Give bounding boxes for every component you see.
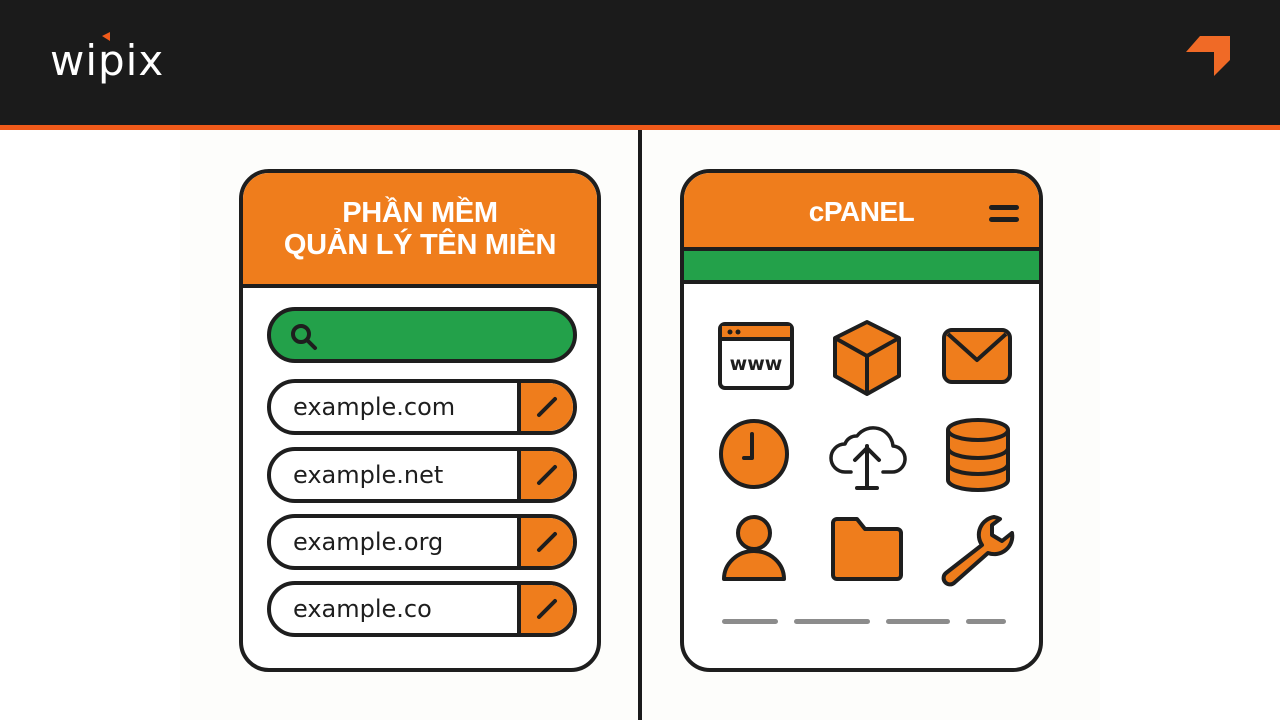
edit-icon xyxy=(537,599,557,619)
arrow-corner-icon xyxy=(1186,36,1230,76)
header-accent-stripe xyxy=(0,125,1280,130)
box-icon[interactable] xyxy=(827,318,907,398)
edit-icon xyxy=(537,397,557,417)
edit-button[interactable] xyxy=(517,585,573,633)
title-line-1: PHẦN MỀM xyxy=(342,196,498,229)
user-icon[interactable] xyxy=(716,511,796,591)
mail-icon[interactable] xyxy=(938,318,1018,398)
domain-manager-card: PHẦN MỀM QUẢN LÝ TÊN MIỀN example.com ex… xyxy=(239,169,601,672)
edit-icon xyxy=(537,532,557,552)
edit-button[interactable] xyxy=(517,383,573,431)
cpanel-green-bar xyxy=(684,251,1039,284)
cpanel-title: cPANEL xyxy=(808,196,915,227)
wipix-logo: wipix xyxy=(50,32,165,86)
domain-search-input[interactable] xyxy=(267,307,577,363)
wrench-icon[interactable] xyxy=(938,511,1018,591)
placeholder-line xyxy=(886,619,950,624)
placeholder-line xyxy=(794,619,870,624)
svg-text:www: www xyxy=(730,353,783,375)
domain-row[interactable]: example.co xyxy=(267,581,577,637)
logo-accent-icon xyxy=(102,32,110,41)
folder-icon[interactable] xyxy=(827,511,907,591)
edit-button[interactable] xyxy=(517,451,573,499)
domain-row[interactable]: example.com xyxy=(267,379,577,435)
placeholder-line xyxy=(722,619,778,624)
logo-text: wipix xyxy=(50,36,165,85)
domain-name: example.net xyxy=(293,461,444,489)
edit-button[interactable] xyxy=(517,518,573,566)
domain-name: example.co xyxy=(293,595,432,623)
cloud-upload-icon[interactable] xyxy=(827,416,907,496)
domain-row[interactable]: example.org xyxy=(267,514,577,570)
cpanel-card: cPANEL www xyxy=(680,169,1043,672)
clock-icon[interactable] xyxy=(716,416,796,496)
www-browser-icon[interactable]: www xyxy=(716,318,796,398)
vertical-divider xyxy=(638,130,642,720)
domain-manager-header: PHẦN MỀM QUẢN LÝ TÊN MIỀN xyxy=(243,173,597,288)
title-line-2: QUẢN LÝ TÊN MIỀN xyxy=(283,228,557,261)
domain-name: example.org xyxy=(293,528,444,556)
edit-icon xyxy=(537,465,557,485)
hamburger-menu-icon[interactable] xyxy=(989,205,1019,225)
domain-name: example.com xyxy=(293,393,456,421)
database-icon[interactable] xyxy=(938,416,1018,496)
cpanel-header: cPANEL xyxy=(684,173,1039,251)
top-banner: wipix xyxy=(0,0,1280,125)
placeholder-line xyxy=(966,619,1006,624)
search-icon xyxy=(291,324,317,350)
domain-row[interactable]: example.net xyxy=(267,447,577,503)
